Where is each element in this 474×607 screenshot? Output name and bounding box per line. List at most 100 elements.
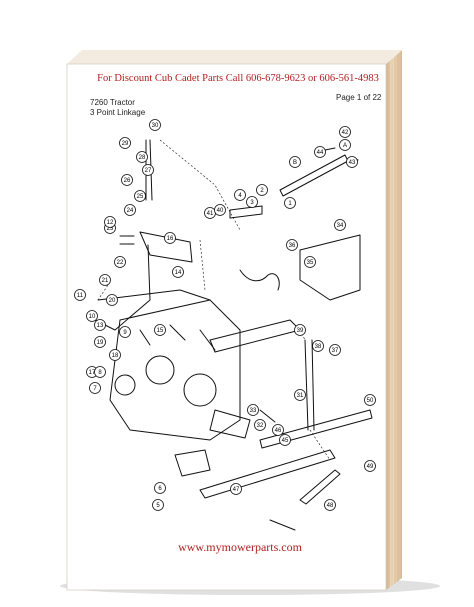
callout-number: 12 — [107, 220, 114, 226]
callout-circle — [334, 219, 346, 231]
callout-circle — [230, 483, 242, 495]
part-callout: 34 — [334, 219, 346, 231]
callout-circle — [247, 404, 259, 416]
callout-circle — [154, 324, 166, 336]
callout-number: 11 — [77, 293, 84, 299]
part-callout: 49 — [364, 460, 376, 472]
part-callout: 10 — [86, 310, 98, 322]
part-callout: 30 — [149, 119, 161, 131]
callout-circle — [89, 382, 101, 394]
part-callout: 42 — [339, 126, 351, 138]
part-callout: 8 — [94, 366, 106, 378]
callout-number: 46 — [275, 428, 282, 434]
part-callout: 21 — [99, 274, 111, 286]
callout-circle — [324, 499, 336, 511]
part-callout: 32 — [254, 419, 266, 431]
callout-circle — [94, 319, 106, 331]
part-callout: 5 — [152, 499, 164, 511]
part-callout: 25 — [134, 190, 146, 202]
lift-rod-right — [304, 339, 315, 431]
callout-circle — [172, 266, 184, 278]
page-edge-lines — [388, 54, 399, 588]
part-callout: 19 — [94, 336, 106, 348]
part-callout: 44 — [314, 146, 326, 158]
part-callout: 22 — [114, 256, 126, 268]
callout-circle — [164, 232, 176, 244]
draft-link-right — [259, 409, 373, 449]
part-callout: 9 — [119, 326, 131, 338]
callout-number: 48 — [327, 503, 334, 509]
callout-number: 33 — [250, 408, 257, 414]
page-number: Page 1 of 22 — [336, 93, 382, 102]
callout-circle — [94, 336, 106, 348]
callout-circle — [272, 424, 284, 436]
callout-number: 45 — [282, 438, 289, 444]
callout-circle — [74, 289, 86, 301]
callout-circle — [294, 389, 306, 401]
callout-circle — [119, 137, 131, 149]
callout-number: 28 — [139, 155, 146, 161]
draft-link-left — [97, 289, 211, 301]
callout-circle — [304, 256, 316, 268]
callout-number: 22 — [117, 260, 124, 266]
part-callout: 33 — [247, 404, 259, 416]
part-callout: 36 — [286, 239, 298, 251]
part-callout: 24 — [124, 204, 136, 216]
part-callout: A — [339, 139, 351, 151]
callout-number: 16 — [167, 236, 174, 242]
part-callout: 45 — [279, 434, 291, 446]
spring — [259, 409, 276, 423]
part-callout: 39 — [294, 324, 306, 336]
part-callout: 50 — [364, 394, 376, 406]
callout-number: 4 — [238, 193, 242, 199]
callout-number: 25 — [137, 194, 144, 200]
callout-number: 49 — [367, 464, 374, 470]
callout-number: 5 — [156, 503, 160, 509]
part-callout: 27 — [142, 164, 154, 176]
callout-number: B — [293, 160, 297, 166]
callout-circle — [134, 190, 146, 202]
part-callout: B — [289, 156, 301, 168]
callout-circle — [314, 146, 326, 158]
part-callout: 20 — [106, 294, 118, 306]
callout-circle — [109, 349, 121, 361]
model-name: 7260 Tractor — [90, 98, 135, 107]
callout-circle — [214, 204, 226, 216]
part-callout: 29 — [119, 137, 131, 149]
part-callout: 41 — [204, 207, 216, 219]
callout-number: 42 — [342, 130, 349, 136]
callout-circle — [279, 434, 291, 446]
callout-circle — [364, 394, 376, 406]
callout-number: 27 — [145, 168, 152, 174]
callout-number: 31 — [297, 393, 304, 399]
part-callout: 28 — [136, 151, 148, 163]
callout-number: 34 — [337, 223, 344, 229]
callout-circle — [121, 174, 133, 186]
callout-number: 7 — [93, 386, 97, 392]
callout-number: 21 — [102, 278, 109, 284]
callout-circle — [256, 184, 268, 196]
callout-circle — [364, 460, 376, 472]
callout-number: 13 — [97, 323, 104, 329]
part-callout: 14 — [172, 266, 184, 278]
callout-number: 2 — [260, 188, 264, 194]
callout-circle — [289, 156, 301, 168]
part-callout: 7 — [89, 382, 101, 394]
transmission-housing — [109, 299, 241, 441]
callout-number: 29 — [122, 141, 129, 147]
callout-circle — [329, 344, 341, 356]
part-callout: 48 — [324, 499, 336, 511]
callout-number: 47 — [233, 487, 240, 493]
hose — [239, 269, 280, 291]
part-callout: 31 — [294, 389, 306, 401]
part-callout: 13 — [94, 319, 106, 331]
book-top — [67, 50, 402, 64]
callout-number: 43 — [349, 160, 356, 166]
section-name: 3 Point Linkage — [90, 108, 146, 117]
callout-number: 37 — [332, 348, 339, 354]
callout-circle — [339, 126, 351, 138]
callout-circle — [286, 239, 298, 251]
callout-number: 36 — [289, 243, 296, 249]
